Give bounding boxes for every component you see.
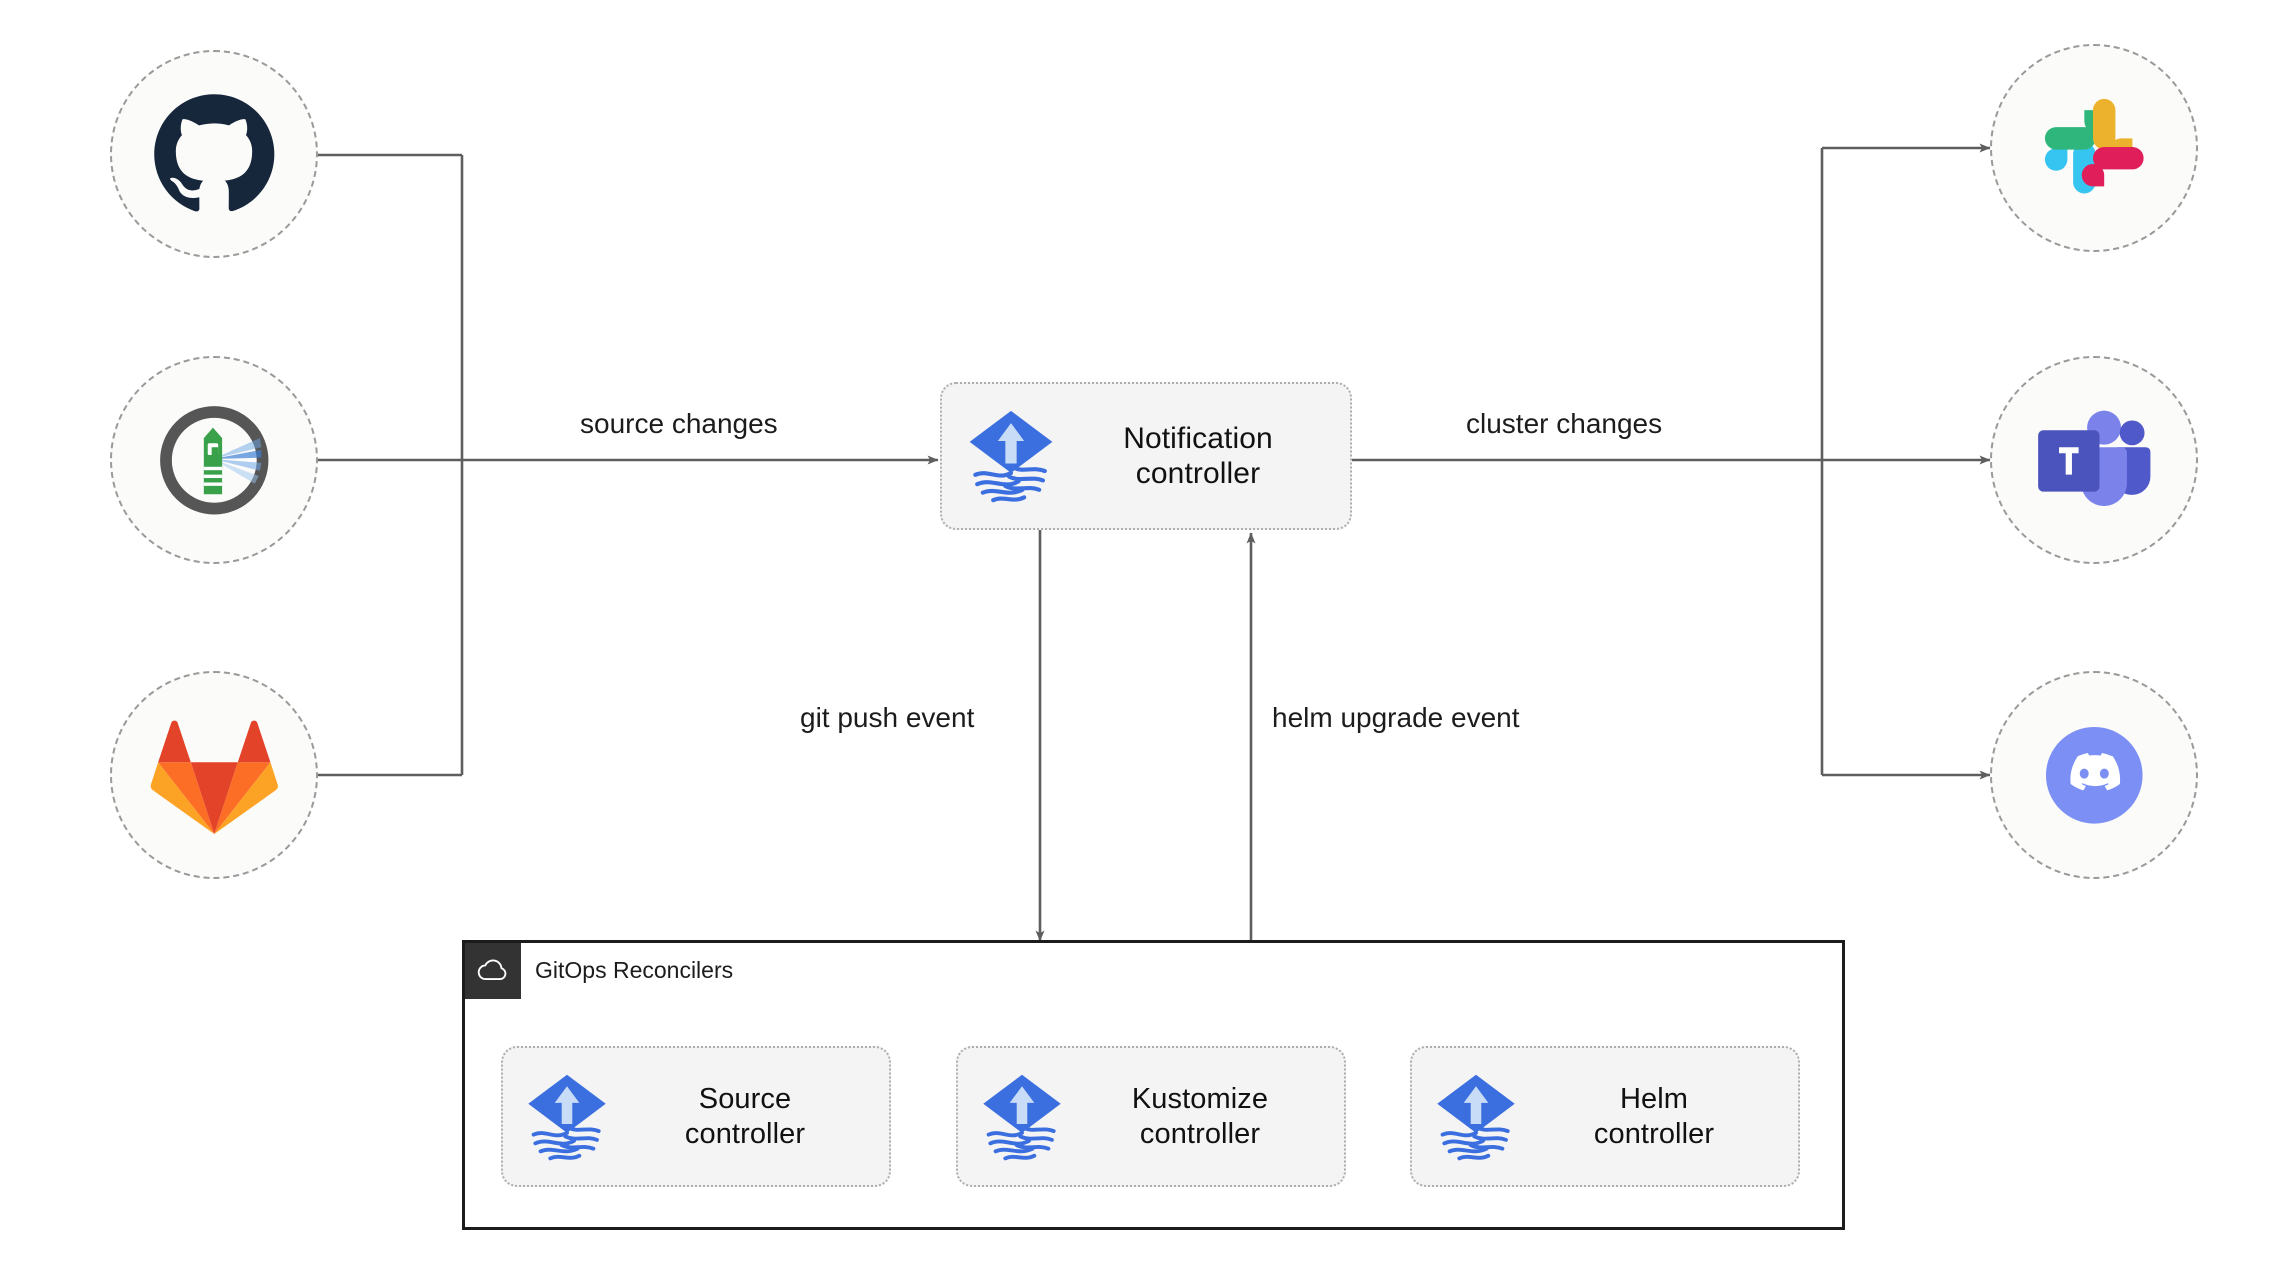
source-node-github[interactable] [110,50,318,258]
source-controller-label: Source controller [684,1083,806,1150]
edge-label-git-push-event: git push event [800,702,975,733]
slack-icon [2029,83,2160,214]
flux-logo-icon [517,1064,617,1170]
gitlab-icon [149,710,280,841]
target-node-teams[interactable] [1990,356,2198,564]
microsoft-teams-icon [2029,395,2160,526]
source-controller-box[interactable]: Source controller [501,1046,891,1187]
flux-logo-icon [958,401,1064,511]
kustomize-controller-box[interactable]: Kustomize controller [956,1046,1346,1187]
container-header: GitOps Reconcilers [465,943,733,999]
harbor-icon [149,395,280,526]
cloud-icon [465,943,521,999]
kustomize-controller-label: Kustomize controller [1131,1083,1269,1150]
flux-logo-icon [972,1064,1072,1170]
helm-controller-box[interactable]: Helm controller [1410,1046,1800,1187]
gitops-reconcilers-container: GitOps Reconcilers [462,940,1845,1230]
edge-label-helm-upgrade-event: helm upgrade event [1272,702,1520,733]
notification-controller-box[interactable]: Notification controller [940,382,1352,530]
helm-controller-label: Helm controller [1593,1083,1715,1150]
discord-icon [2029,710,2160,841]
notification-controller-label: Notification controller [1123,421,1273,490]
container-title-label: GitOps Reconcilers [535,957,734,983]
source-node-gitlab[interactable] [110,671,318,879]
flux-logo-icon [1426,1064,1526,1170]
edge-label-cluster-changes: cluster changes [1466,408,1663,439]
github-icon [149,89,280,220]
source-node-harbor[interactable] [110,356,318,564]
target-node-discord[interactable] [1990,671,2198,879]
edge-label-source-changes: source changes [580,408,778,439]
target-node-slack[interactable] [1990,44,2198,252]
